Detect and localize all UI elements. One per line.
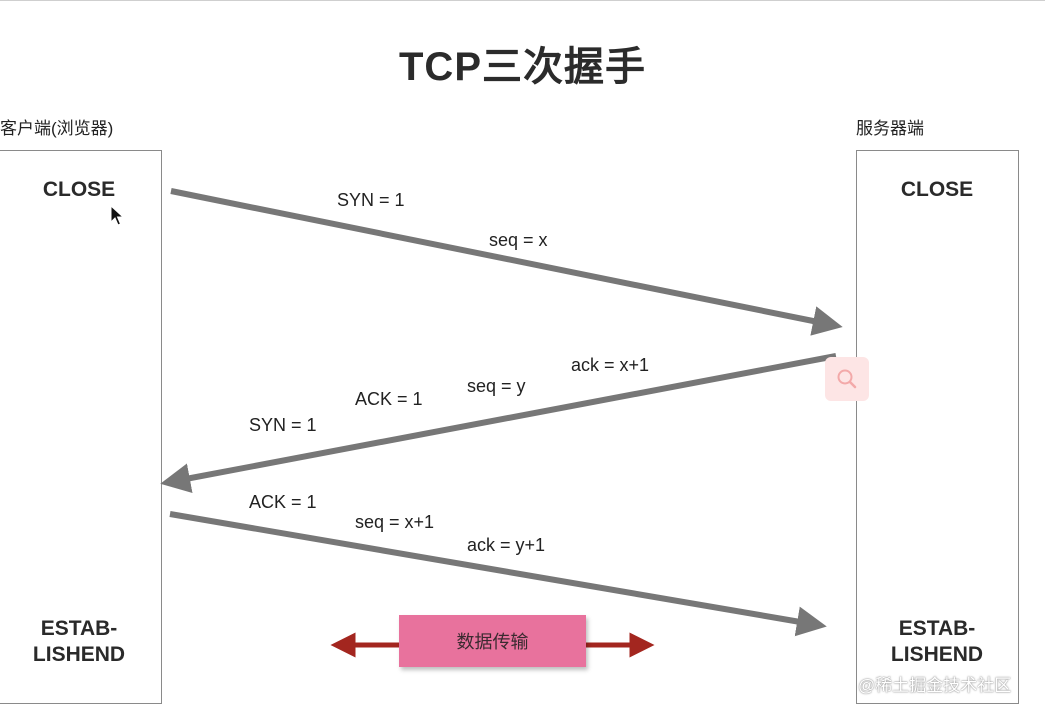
watermark: @稀土掘金技术社区 bbox=[858, 676, 1012, 695]
step3-seq-label: seq = x+1 bbox=[355, 512, 435, 532]
step3-ack-flag-label: ACK = 1 bbox=[249, 492, 317, 512]
top-divider bbox=[0, 0, 1045, 1]
server-label: 服务器端 bbox=[856, 119, 924, 138]
ack-arrow bbox=[169, 511, 827, 637]
client-label: 客户端(浏览器) bbox=[0, 119, 114, 138]
step2-seq-label: seq = y bbox=[467, 376, 526, 396]
page-title: TCP三次握手 bbox=[399, 45, 646, 89]
client-box bbox=[0, 150, 162, 704]
syn-arrow bbox=[170, 188, 843, 336]
search-button[interactable] bbox=[825, 357, 869, 401]
step3-ack-num-label: ack = y+1 bbox=[467, 535, 546, 555]
cursor-icon bbox=[110, 205, 124, 226]
client-state-established-line2: LISHEND bbox=[32, 643, 126, 666]
server-state-established-line1: ESTAB- bbox=[898, 617, 976, 640]
data-transfer-box: 数据传输 bbox=[399, 615, 586, 667]
server-state-close: CLOSE bbox=[900, 178, 974, 201]
step1-syn-label: SYN = 1 bbox=[337, 190, 405, 210]
step2-ack-flag-label: ACK = 1 bbox=[355, 389, 423, 409]
server-state-established-line2: LISHEND bbox=[890, 643, 984, 666]
client-state-established-line1: ESTAB- bbox=[40, 617, 118, 640]
step2-ack-num-label: ack = x+1 bbox=[571, 355, 650, 375]
server-box bbox=[856, 150, 1019, 704]
server-state-established: ESTAB- LISHEND bbox=[857, 616, 1017, 668]
step2-syn-label: SYN = 1 bbox=[249, 415, 317, 435]
syn-ack-arrow bbox=[160, 353, 837, 493]
search-icon bbox=[837, 369, 857, 389]
client-state-established: ESTAB- LISHEND bbox=[0, 616, 158, 668]
step1-seq-label: seq = x bbox=[489, 230, 548, 250]
client-state-close: CLOSE bbox=[42, 178, 116, 201]
